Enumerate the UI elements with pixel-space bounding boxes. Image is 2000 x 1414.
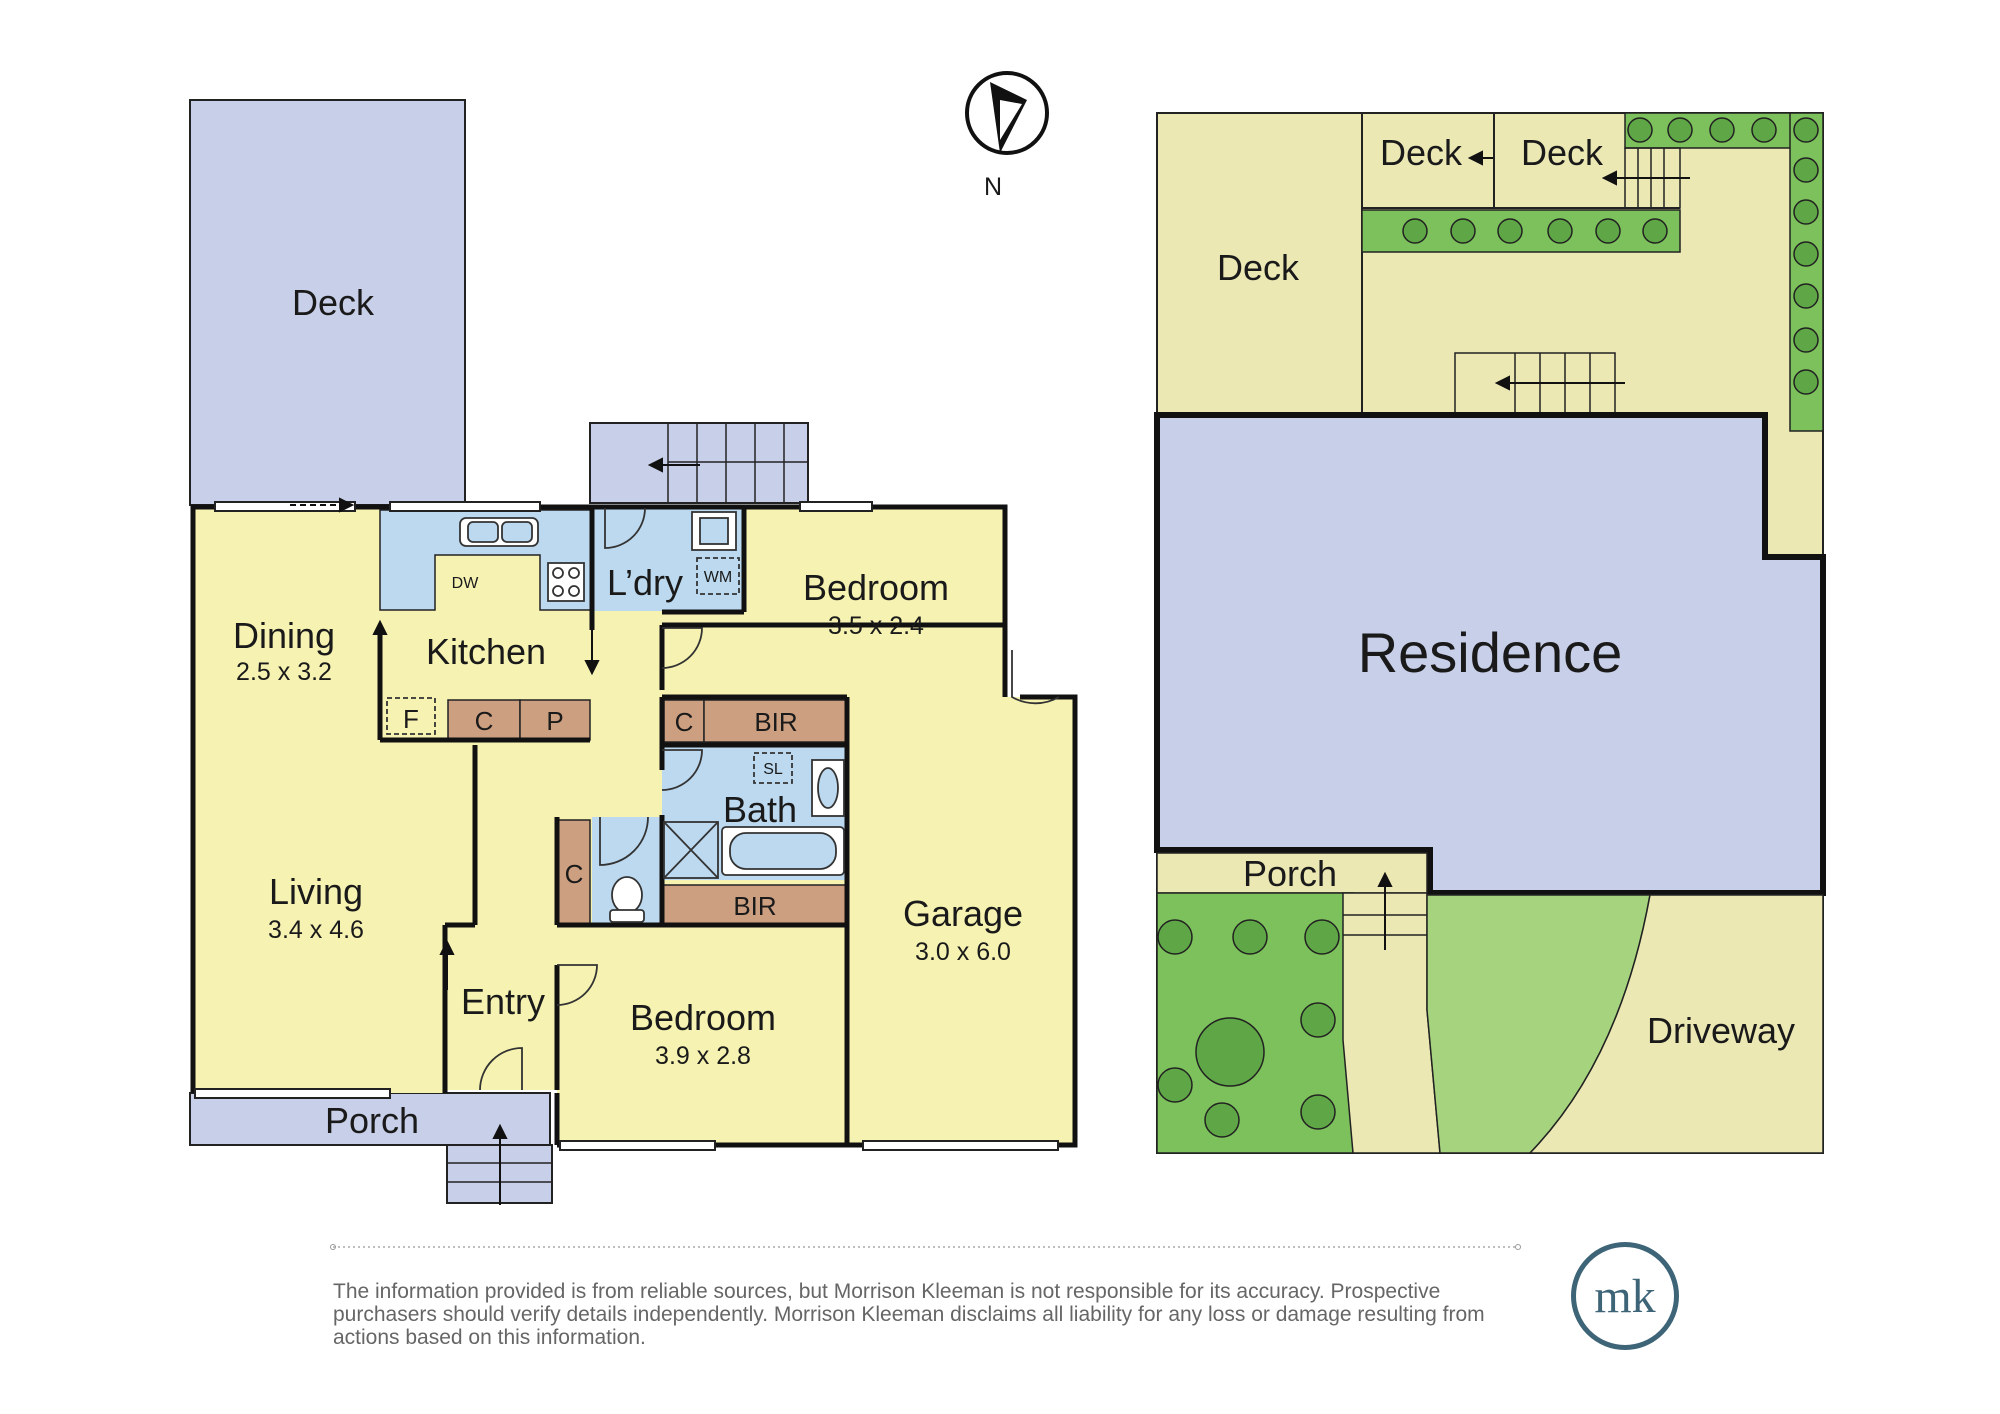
living-size: 3.4 x 4.6 xyxy=(268,916,364,944)
bedroom-top-bir-label: BIR xyxy=(754,707,797,737)
deck-label: Deck xyxy=(292,282,375,323)
fixtures xyxy=(386,511,845,923)
shower-label: SL xyxy=(763,761,783,778)
toilet-icon xyxy=(611,876,643,914)
dishwasher-label: DW xyxy=(452,575,480,592)
bedroom-cupboard-label: C xyxy=(675,707,694,737)
driveway-label: Driveway xyxy=(1647,1010,1795,1051)
garden-trees xyxy=(1157,919,1340,1138)
windows xyxy=(194,501,1059,1151)
fridge-icon xyxy=(386,697,436,735)
compass-north-label: N xyxy=(984,173,1002,201)
bedroom-top-label: Bedroom xyxy=(803,567,949,608)
residence-footprint xyxy=(1154,412,1826,896)
compass: N xyxy=(965,71,1049,201)
logo-text: mk xyxy=(1594,1269,1656,1323)
mk-logo: mk xyxy=(1571,1242,1679,1350)
kitchen-label: Kitchen xyxy=(426,631,546,672)
entry-label: Entry xyxy=(461,981,545,1022)
dining-size: 2.5 x 3.2 xyxy=(236,658,332,686)
porch-area xyxy=(189,1092,551,1146)
cooktop-icon xyxy=(547,562,585,602)
laundry-label: L’dry xyxy=(607,562,683,603)
disclaimer-text: The information provided is from reliabl… xyxy=(333,1280,1485,1349)
shrubs xyxy=(1402,117,1819,395)
front-path xyxy=(1342,892,1441,1154)
bedroom-bottom-size: 3.9 x 2.8 xyxy=(655,1042,751,1070)
arrows xyxy=(290,457,700,1205)
cabinets xyxy=(447,699,848,926)
site-deck-left-label: Deck xyxy=(1217,247,1300,288)
site-porch-label: Porch xyxy=(1243,853,1337,894)
rear-steps xyxy=(589,422,809,504)
door-swings xyxy=(479,507,1060,1091)
deck-area xyxy=(189,99,466,506)
fridge-label: F xyxy=(403,704,419,734)
site-deck-mid-label: Deck xyxy=(1380,132,1463,173)
bedroom-top-size: 3.5 x 2.4 xyxy=(828,612,924,640)
living-label: Living xyxy=(269,871,363,912)
site-deck-right-label: Deck xyxy=(1521,132,1604,173)
pantry-label: P xyxy=(546,706,563,736)
porch-label: Porch xyxy=(325,1100,419,1141)
site-arrows xyxy=(1377,150,1690,950)
hall-cupboard-label: C xyxy=(565,859,584,889)
bedroom-bottom-bir-label: BIR xyxy=(733,891,776,921)
washing-machine-icon xyxy=(696,557,740,595)
bedroom-bottom-label: Bedroom xyxy=(630,997,776,1038)
bath-label: Bath xyxy=(723,789,797,830)
floor-plan: Deck Dining 2.5 x 3.2 Kitchen L’dry Bedr… xyxy=(189,99,1078,1205)
residence-label: Residence xyxy=(1358,621,1623,684)
dining-label: Dining xyxy=(233,615,335,656)
garage-label: Garage xyxy=(903,893,1023,934)
washing-machine-label: WM xyxy=(704,569,732,586)
site-plan: Deck Deck Deck Residence Porch Driveway xyxy=(1154,112,1826,1154)
kitchen-cupboard-label: C xyxy=(475,706,494,736)
shower-icon xyxy=(753,752,793,784)
tree-icon xyxy=(1195,1017,1265,1087)
garage-size: 3.0 x 6.0 xyxy=(915,938,1011,966)
driveway-area xyxy=(1528,894,1824,1154)
